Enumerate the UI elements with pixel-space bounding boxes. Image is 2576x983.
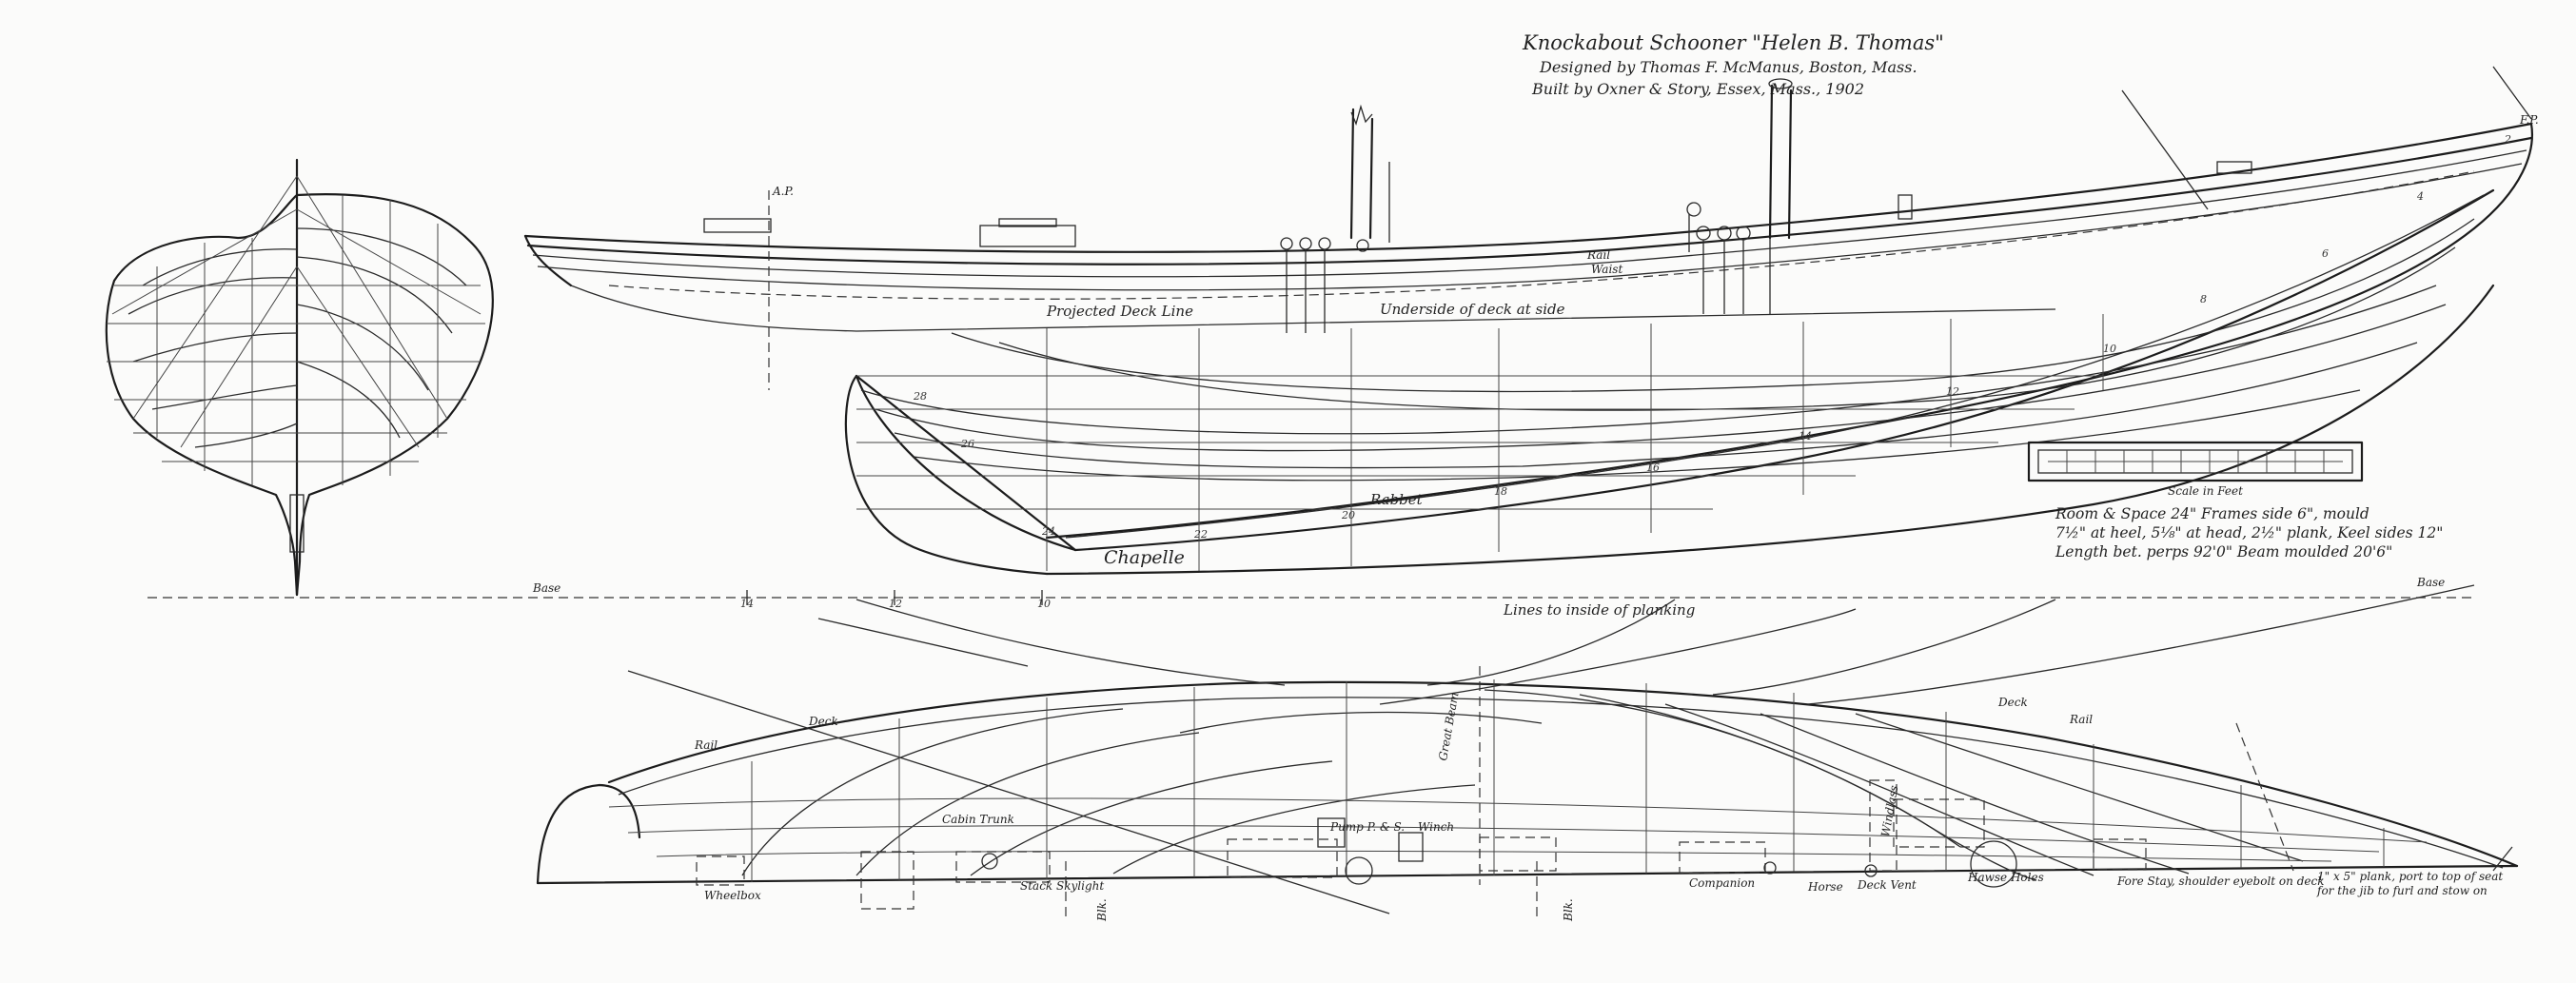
plank-note-1: 1" x 5" plank, port to top of seat xyxy=(2317,870,2503,883)
station-number: 4 xyxy=(2416,190,2424,203)
station-number: 20 xyxy=(1341,509,1355,521)
forestay-label: Fore Stay, shoulder eyebolt on deck xyxy=(2116,875,2324,888)
profile-plan: A.P. F.P. Projected Deck Line Underside … xyxy=(523,66,2539,576)
title-builder: Built by Oxner & Story, Essex, Mass., 19… xyxy=(1531,80,1864,98)
wheelbox-label: Wheelbox xyxy=(704,889,761,902)
plan-rail-right-label: Rail xyxy=(2069,713,2093,726)
station-number: 18 xyxy=(1494,485,1507,498)
base-left-label: Base xyxy=(532,581,560,595)
title-block: Knockabout Schooner "Helen B. Thomas" De… xyxy=(1522,31,1944,98)
scale-label: Scale in Feet xyxy=(2168,484,2243,498)
pump-label: Pump P. & S. xyxy=(1329,820,1405,834)
station-number: 26 xyxy=(960,438,974,450)
fp-label: F.P. xyxy=(2519,113,2539,127)
ap-label: A.P. xyxy=(772,185,794,198)
underside-of-deck-label: Underside of deck at side xyxy=(1380,301,1565,318)
windlass-label: Windlass xyxy=(1878,784,1900,837)
spec-line-2: 7½" at heel, 5⅛" at head, 2½" plank, Kee… xyxy=(2055,524,2443,541)
deck-plan: Rail Deck Deck Rail Cabin Trunk Pump P. … xyxy=(536,584,2519,922)
station-number: 24 xyxy=(1041,525,1055,538)
station-number: 8 xyxy=(2200,293,2207,305)
scale-bar: Scale in Feet xyxy=(2027,441,2364,498)
winch-label: Winch xyxy=(1418,820,1454,834)
station-number: 10 xyxy=(2103,343,2116,355)
spec-line-1: Room & Space 24" Frames side 6", mould xyxy=(2055,505,2370,522)
plan-deck-right-label: Deck xyxy=(1997,696,2028,709)
station-number: 12 xyxy=(1946,385,1959,398)
base-right-label: Base xyxy=(2416,576,2445,589)
hawse-holes-label: Hawse Holes xyxy=(1967,871,2044,884)
plank-note-2: for the jib to furl and stow on xyxy=(2316,884,2488,897)
station-number: 28 xyxy=(913,390,927,403)
station-number: 2 xyxy=(2504,133,2511,146)
specifications: Room & Space 24" Frames side 6", mould 7… xyxy=(2055,505,2443,560)
baseline-station-14: 14 xyxy=(740,598,754,610)
deck-vent-label: Deck Vent xyxy=(1857,878,1917,892)
baseline-caption: Lines to inside of planking xyxy=(1503,601,1695,619)
blk-label-1: Blk. xyxy=(1095,898,1109,922)
body-plan xyxy=(105,158,494,597)
waist-label: Waist xyxy=(1591,263,1622,276)
title-vessel-name: Knockabout Schooner "Helen B. Thomas" xyxy=(1522,31,1944,54)
cabin-trunk-label: Cabin Trunk xyxy=(942,813,1014,826)
skylight-label: Skylight xyxy=(1056,879,1104,893)
baseline-station-10: 10 xyxy=(1037,598,1051,610)
spec-line-3: Length bet. perps 92'0" Beam moulded 20'… xyxy=(2055,543,2392,560)
great-beam-label: Great Beam xyxy=(1436,692,1461,762)
station-number: 22 xyxy=(1193,528,1208,541)
rabbet-label: Rabbet xyxy=(1369,491,1424,508)
baseline: Base Base 14 12 10 Lines to inside of pl… xyxy=(147,576,2474,619)
baseline-station-12: 12 xyxy=(889,598,902,610)
rail-label: Rail xyxy=(1586,248,1610,262)
station-number: 14 xyxy=(1799,430,1812,442)
title-designer: Designed by Thomas F. McManus, Boston, M… xyxy=(1539,58,1917,76)
plan-rail-left-label: Rail xyxy=(694,738,718,752)
station-number: 16 xyxy=(1646,462,1660,474)
plan-deck-left-label: Deck xyxy=(808,715,838,728)
projected-deck-line-label: Projected Deck Line xyxy=(1046,303,1193,320)
station-number: 6 xyxy=(2322,247,2329,260)
horse-label: Horse xyxy=(1807,880,1843,894)
stack-label: Stack xyxy=(1020,879,1052,893)
profile-station-numbers: 2 4 6 8 10 12 14 16 18 20 22 24 26 28 xyxy=(913,133,2511,541)
companion-label: Companion xyxy=(1689,876,1755,890)
blk-label-2: Blk. xyxy=(1562,898,1575,922)
signature-label: Chapelle xyxy=(1104,547,1185,568)
